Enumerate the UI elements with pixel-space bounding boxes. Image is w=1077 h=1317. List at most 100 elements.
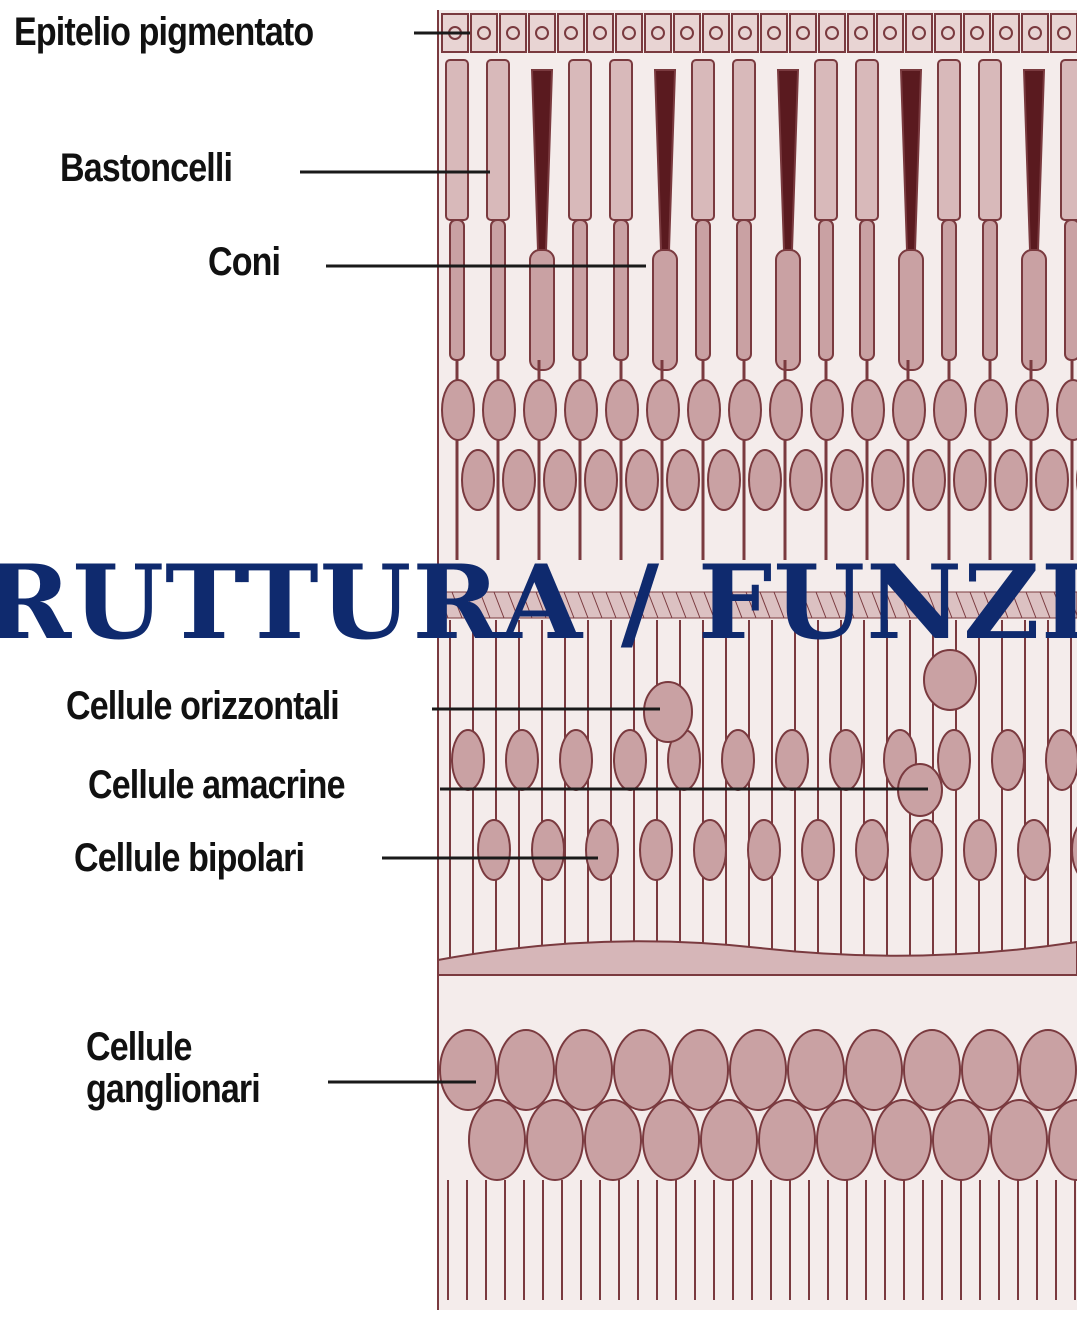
ganglion-cell [730,1030,786,1110]
epithelium-cell [819,14,845,52]
rod-inner-segment [860,220,874,360]
rod-inner-segment [491,220,505,360]
photoreceptor-nucleus [831,450,863,510]
ganglion-cell [875,1100,931,1180]
bipolar-cell [938,730,970,790]
rod-inner-segment [614,220,628,360]
ganglion-cell [469,1100,525,1180]
ganglion-cell [759,1100,815,1180]
ganglion-cell [614,1030,670,1110]
bipolar-cell [1046,730,1077,790]
bipolar-cell [722,730,754,790]
label-cellule-ganglionari: Cellule ganglionari [86,1026,260,1110]
photoreceptor-nucleus [708,450,740,510]
photoreceptor-nucleus [524,380,556,440]
rod-outer-segment [1061,60,1077,220]
ganglion-cell [440,1030,496,1110]
bipolar-cell [748,820,780,880]
epithelium-cell [790,14,816,52]
epithelium-cell [1022,14,1048,52]
cone-inner-segment [1022,250,1046,370]
epithelium-cell [703,14,729,52]
ganglion-cell [498,1030,554,1110]
rod-outer-segment [856,60,878,220]
epithelium-cell [674,14,700,52]
photoreceptor-nucleus [893,380,925,440]
epithelium-cell [1051,14,1077,52]
cone-inner-segment [776,250,800,370]
rod-outer-segment [938,60,960,220]
photoreceptor-nucleus [544,450,576,510]
ganglion-cell [962,1030,1018,1110]
epithelium-cell [935,14,961,52]
bipolar-cell [1018,820,1050,880]
photoreceptor-nucleus [770,380,802,440]
epithelium-cell [848,14,874,52]
photoreceptor-nucleus [934,380,966,440]
epithelium-cell [906,14,932,52]
rod-outer-segment [610,60,632,220]
rod-inner-segment [696,220,710,360]
ganglion-cell [817,1100,873,1180]
ganglion-cell [788,1030,844,1110]
label-cellule-bipolari: Cellule bipolari [74,838,304,878]
label-epitelio-pigmentato: Epitelio pigmentato [14,12,313,52]
label-coni: Coni [208,242,280,282]
bipolar-cell [856,820,888,880]
photoreceptor-nucleus [606,380,638,440]
bipolar-cell [532,820,564,880]
overlay-title: RUTTURA / FUNZI [0,548,1077,658]
ganglion-cell [643,1100,699,1180]
photoreceptor-nucleus [688,380,720,440]
epithelium-cell [645,14,671,52]
epithelium-cell [964,14,990,52]
ganglion-cell [933,1100,989,1180]
cone-inner-segment [530,250,554,370]
ganglion-cell [991,1100,1047,1180]
bipolar-cell [478,820,510,880]
epithelium-cell [558,14,584,52]
rod-inner-segment [737,220,751,360]
ganglion-cell [672,1030,728,1110]
epithelium-cell [877,14,903,52]
cone-inner-segment [899,250,923,370]
rod-inner-segment [942,220,956,360]
photoreceptor-nucleus [626,450,658,510]
rod-inner-segment [573,220,587,360]
label-bastoncelli: Bastoncelli [60,148,232,188]
ganglion-cell [556,1030,612,1110]
epithelium-cell [500,14,526,52]
photoreceptor-nucleus [585,450,617,510]
bipolar-cell [964,820,996,880]
bipolar-cell [586,820,618,880]
bipolar-cell [506,730,538,790]
rod-outer-segment [569,60,591,220]
epithelium-cell [993,14,1019,52]
rod-outer-segment [815,60,837,220]
photoreceptor-nucleus [749,450,781,510]
photoreceptor-nucleus [442,380,474,440]
photoreceptor-nucleus [1036,450,1068,510]
epithelium-cell [732,14,758,52]
photoreceptor-nucleus [852,380,884,440]
rod-outer-segment [487,60,509,220]
bipolar-cell [640,820,672,880]
horizontal-cell [644,682,692,742]
cone-inner-segment [653,250,677,370]
label-cellule-orizzontali: Cellule orizzontali [66,686,339,726]
rod-inner-segment [450,220,464,360]
epithelium-cell [471,14,497,52]
photoreceptor-nucleus [462,450,494,510]
bipolar-cell [802,820,834,880]
label-cellule-amacrine: Cellule amacrine [88,765,345,805]
bipolar-cell [776,730,808,790]
photoreceptor-nucleus [667,450,699,510]
photoreceptor-nucleus [954,450,986,510]
photoreceptor-nucleus [913,450,945,510]
photoreceptor-nucleus [503,450,535,510]
epithelium-cell [616,14,642,52]
bipolar-cell [452,730,484,790]
rod-outer-segment [733,60,755,220]
bipolar-cell [992,730,1024,790]
